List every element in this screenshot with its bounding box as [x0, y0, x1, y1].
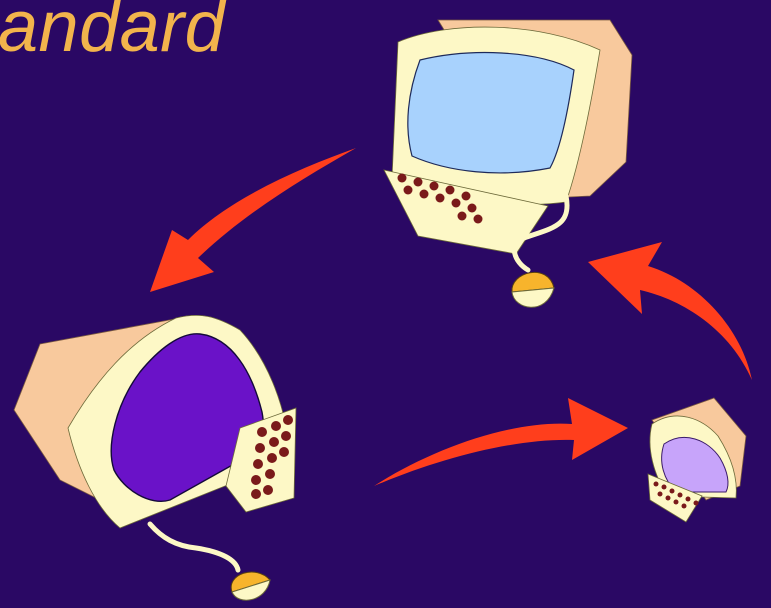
curved-arrow-icon [150, 148, 356, 292]
curved-arrow-icon [588, 242, 752, 380]
computer-terminal-icon [647, 397, 747, 523]
keypad [653, 481, 699, 509]
computer-terminal-icon [13, 314, 297, 601]
curved-arrow-icon [374, 398, 628, 486]
keypad [397, 173, 483, 224]
computer-terminal-icon [383, 19, 633, 308]
keypad [251, 415, 293, 499]
mouse-icon [230, 571, 271, 601]
slide-title: andard [0, 0, 226, 67]
mouse-icon [511, 271, 555, 308]
